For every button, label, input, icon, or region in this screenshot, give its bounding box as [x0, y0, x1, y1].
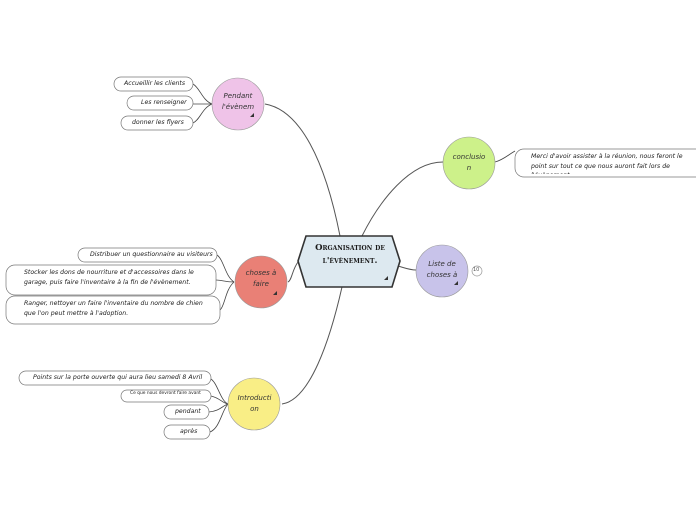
leaf-stocker[interactable]: Stocker les dons de nourriture et d'acce…	[24, 269, 194, 286]
leaf-pills	[5, 76, 696, 440]
branch-pendant-label: Pendant l'évènem	[221, 92, 255, 112]
connector-pendant	[264, 103, 341, 237]
leaf-ranger[interactable]: Ranger, nettoyer un faire l'inventaire d…	[24, 300, 203, 317]
leaf-points[interactable]: Points sur la porte ouverte qui aura lie…	[33, 374, 203, 381]
branch-introduction[interactable]	[227, 377, 281, 431]
branch-liste-label: Liste de choses à	[426, 260, 458, 280]
branch-introduction-label: Introduction	[237, 394, 272, 414]
leaf-avant[interactable]: Ce que nous devront faire avant	[130, 391, 201, 396]
expand-corner-icon[interactable]	[384, 276, 388, 280]
collapsed-count-badge[interactable]	[471, 265, 483, 277]
leaf-pendant[interactable]: pendant	[175, 408, 201, 415]
connectors	[264, 103, 444, 405]
leaf-apres[interactable]: après	[180, 428, 198, 435]
central-title: Organisation de l'évènement.	[315, 243, 385, 266]
connector-conclusion	[361, 161, 444, 237]
leaf-accueillir[interactable]: Accueillir les clients	[124, 80, 186, 87]
leaf-questionnaire[interactable]: Distribuer un questionnaire au visiteurs	[90, 251, 213, 258]
connector-liste	[397, 265, 417, 271]
leaf-flyers[interactable]: donner les flyers	[132, 119, 184, 126]
collapsed-count-text: 10	[473, 267, 480, 273]
leaf-merci[interactable]: Merci d'avoir assister à la réunion, nou…	[531, 153, 683, 174]
connector-introduction	[281, 286, 343, 405]
leaf-renseigner[interactable]: Les renseigner	[141, 99, 187, 106]
central-node[interactable]	[297, 235, 401, 288]
branch-markers	[250, 113, 458, 295]
leaf-connectors	[192, 83, 516, 433]
branch-choses-label: choses à faire	[245, 269, 277, 289]
branch-conclusion-label: conclusion	[452, 153, 486, 173]
branch-conclusion[interactable]	[442, 136, 496, 190]
connector-choses	[287, 261, 299, 283]
